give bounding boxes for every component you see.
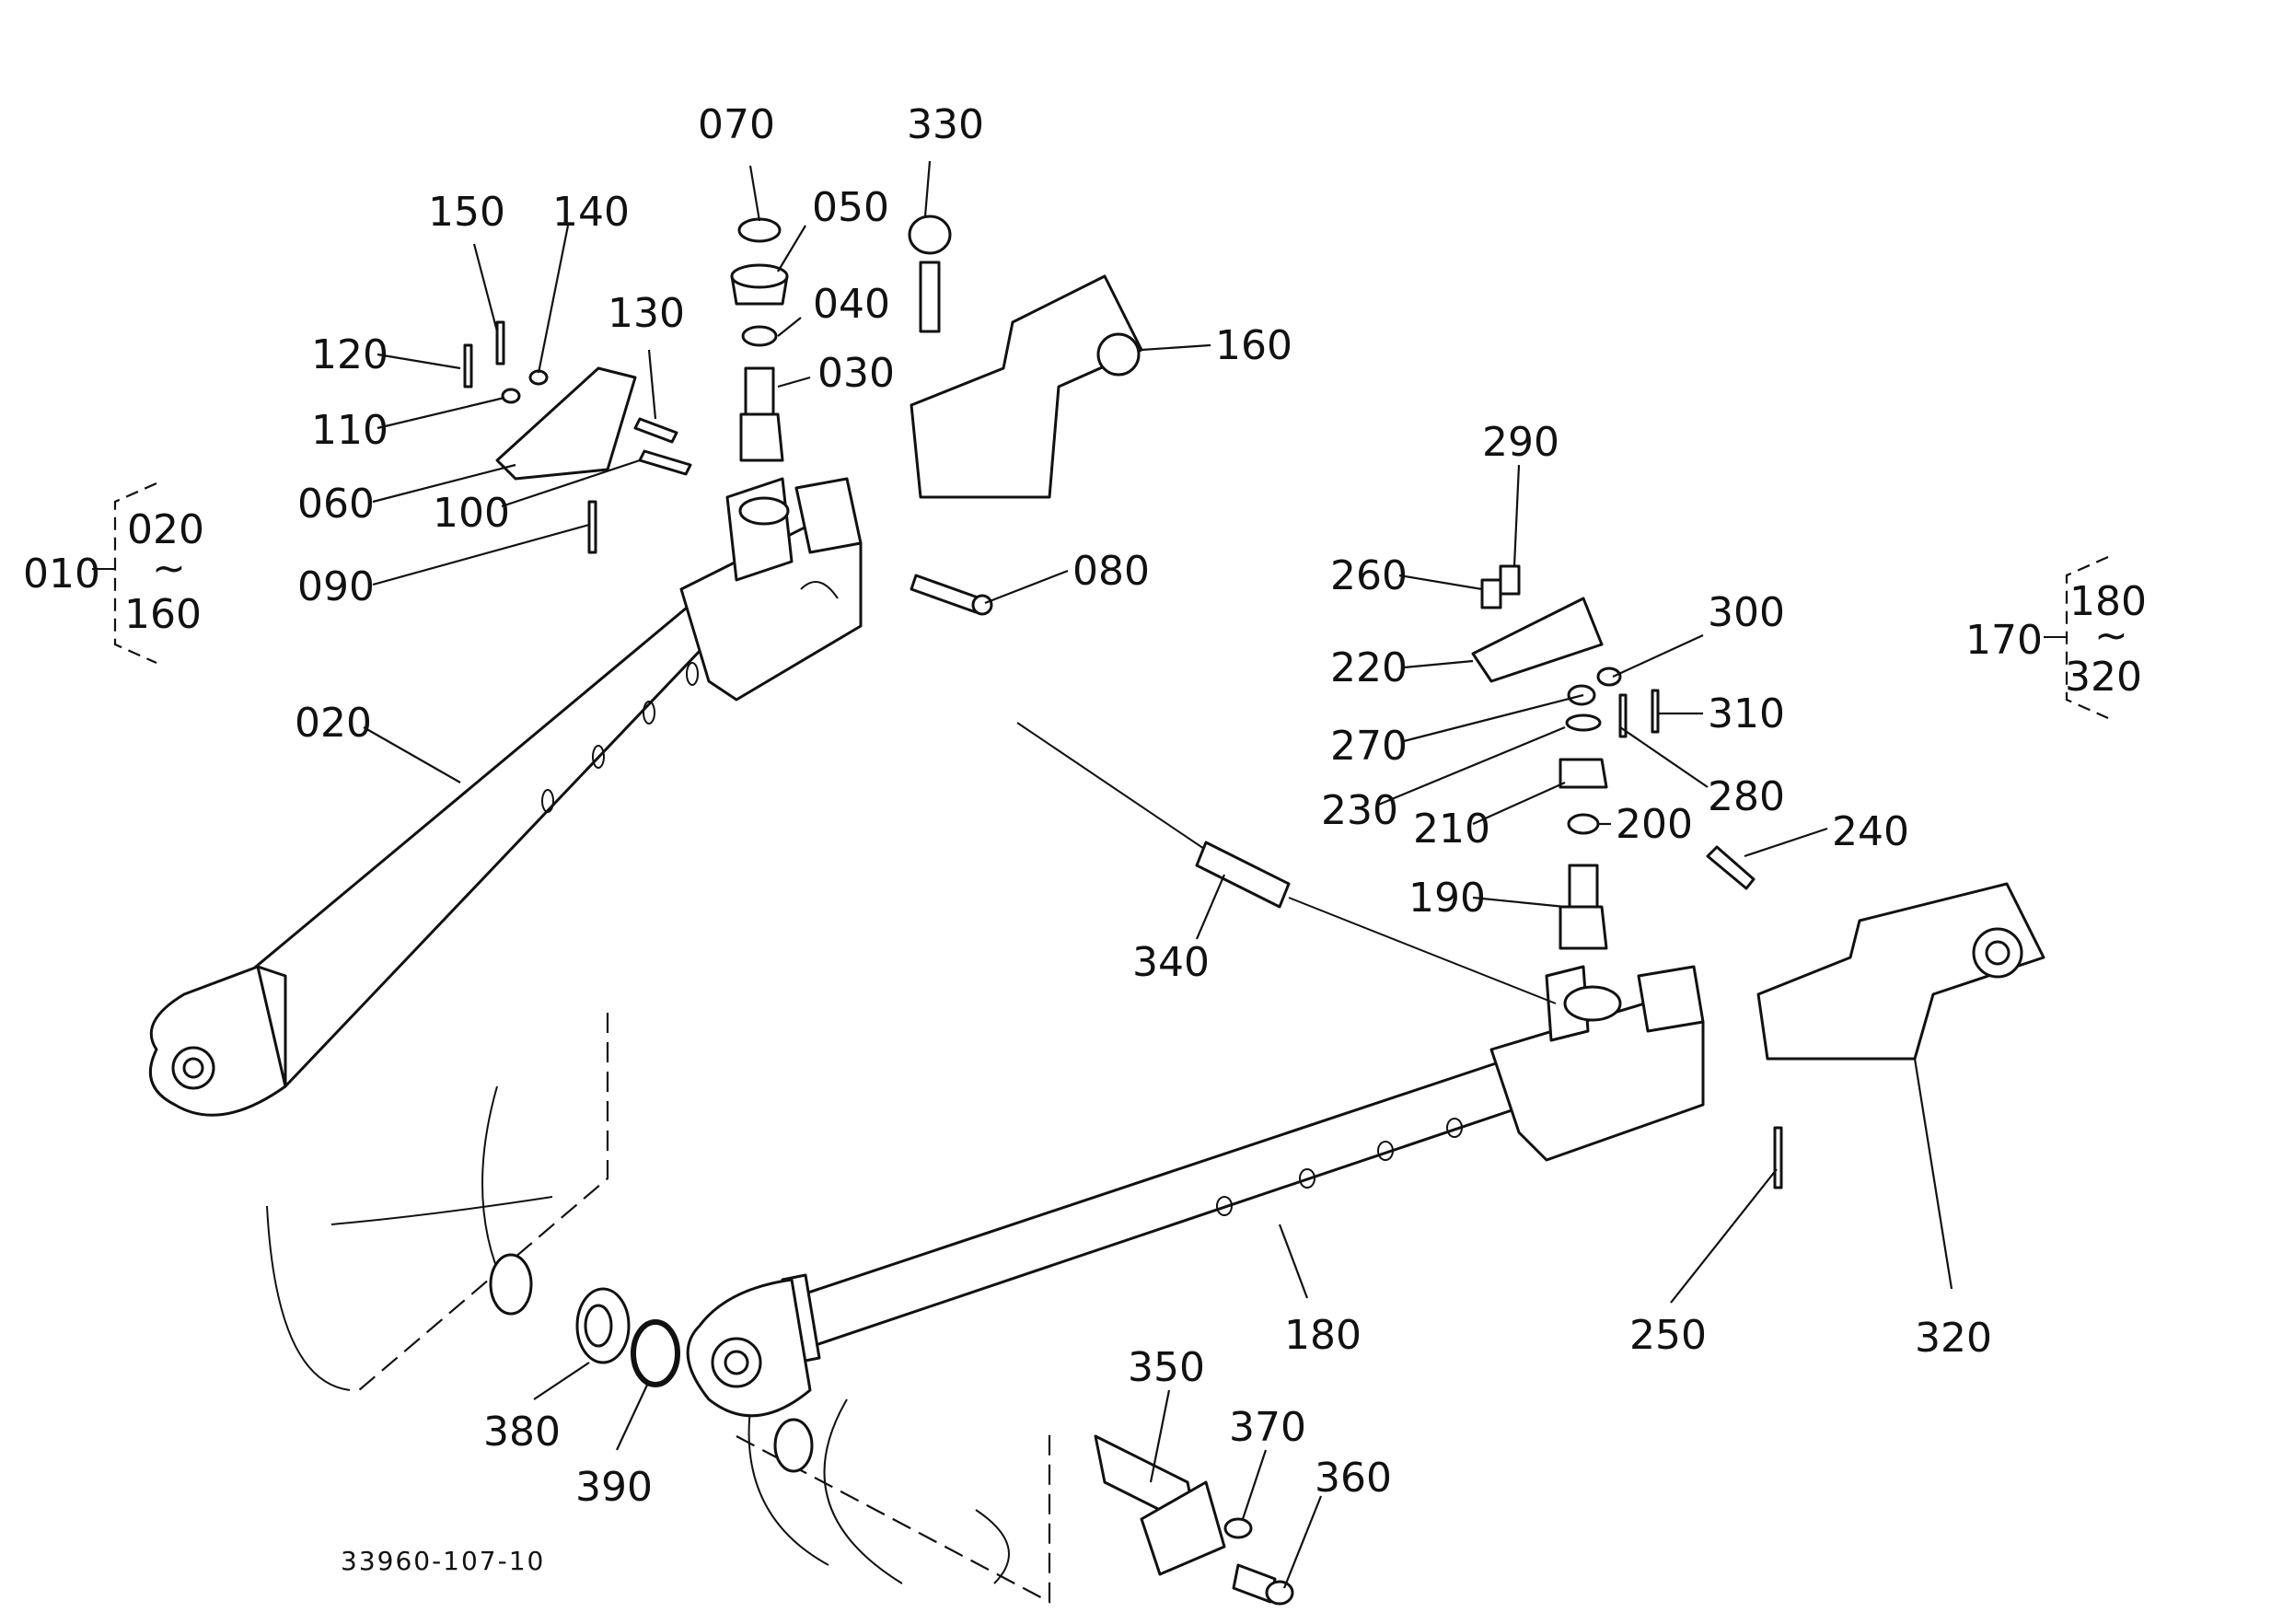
group-170-to: 320 bbox=[2065, 654, 2142, 701]
group-010-tilde: ~ bbox=[152, 545, 186, 592]
group-170-from: 180 bbox=[2069, 578, 2147, 625]
bottom-parts bbox=[489, 1253, 1294, 1606]
callout-020: 020 bbox=[295, 700, 372, 747]
callout-250: 250 bbox=[1629, 1312, 1707, 1359]
drawing-number: 33960-107-10 bbox=[341, 1546, 545, 1576]
callout-380: 380 bbox=[483, 1409, 561, 1456]
group-010-to: 160 bbox=[124, 591, 202, 638]
left-adjuster-stack bbox=[463, 215, 1143, 616]
callout-130: 130 bbox=[608, 290, 685, 337]
callout-070: 070 bbox=[698, 101, 775, 148]
group-bracket-left bbox=[92, 481, 157, 665]
callout-210: 210 bbox=[1413, 806, 1490, 853]
callout-290: 290 bbox=[1482, 419, 1559, 466]
callout-labels: 070 330 050 150 140 040 130 120 030 160 … bbox=[23, 101, 2147, 1576]
callout-300: 300 bbox=[1708, 589, 1785, 636]
callout-340: 340 bbox=[1132, 939, 1210, 986]
leader-lines bbox=[363, 160, 1953, 1589]
callout-120: 120 bbox=[311, 331, 388, 378]
callout-320: 320 bbox=[1915, 1315, 1992, 1362]
callout-360: 360 bbox=[1315, 1455, 1392, 1502]
left-lower-link bbox=[148, 477, 863, 1117]
group-010-from: 020 bbox=[127, 506, 204, 553]
callout-090: 090 bbox=[297, 563, 375, 610]
callout-060: 060 bbox=[297, 481, 375, 528]
callout-180: 180 bbox=[1284, 1312, 1362, 1359]
callout-030: 030 bbox=[817, 350, 895, 397]
callout-190: 190 bbox=[1408, 875, 1486, 922]
group-bracket-right bbox=[2044, 555, 2109, 720]
callout-310: 310 bbox=[1708, 690, 1785, 737]
group-170-tilde: ~ bbox=[2094, 612, 2128, 659]
callout-110: 110 bbox=[311, 407, 388, 454]
callout-390: 390 bbox=[575, 1464, 653, 1511]
callout-100: 100 bbox=[433, 490, 510, 537]
callout-220: 220 bbox=[1330, 644, 1408, 691]
right-lower-link bbox=[686, 965, 1705, 1418]
callout-260: 260 bbox=[1330, 552, 1408, 599]
callout-150: 150 bbox=[428, 189, 505, 236]
callout-160: 160 bbox=[1215, 322, 1292, 369]
group-010-id: 010 bbox=[23, 551, 100, 597]
callout-330: 330 bbox=[907, 101, 984, 148]
group-170-id: 170 bbox=[1965, 617, 2043, 664]
right-adjuster-stack bbox=[1016, 564, 2045, 1189]
callout-230: 230 bbox=[1321, 787, 1398, 834]
callout-270: 270 bbox=[1330, 723, 1408, 770]
tractor-outline bbox=[266, 1013, 1051, 1604]
callout-040: 040 bbox=[813, 281, 890, 328]
callout-350: 350 bbox=[1128, 1344, 1205, 1391]
callout-080: 080 bbox=[1072, 548, 1150, 595]
callout-240: 240 bbox=[1832, 808, 1909, 855]
callout-370: 370 bbox=[1229, 1404, 1306, 1451]
callout-200: 200 bbox=[1616, 801, 1693, 848]
callout-280: 280 bbox=[1708, 773, 1785, 820]
callout-140: 140 bbox=[552, 189, 630, 236]
callout-050: 050 bbox=[812, 184, 889, 231]
